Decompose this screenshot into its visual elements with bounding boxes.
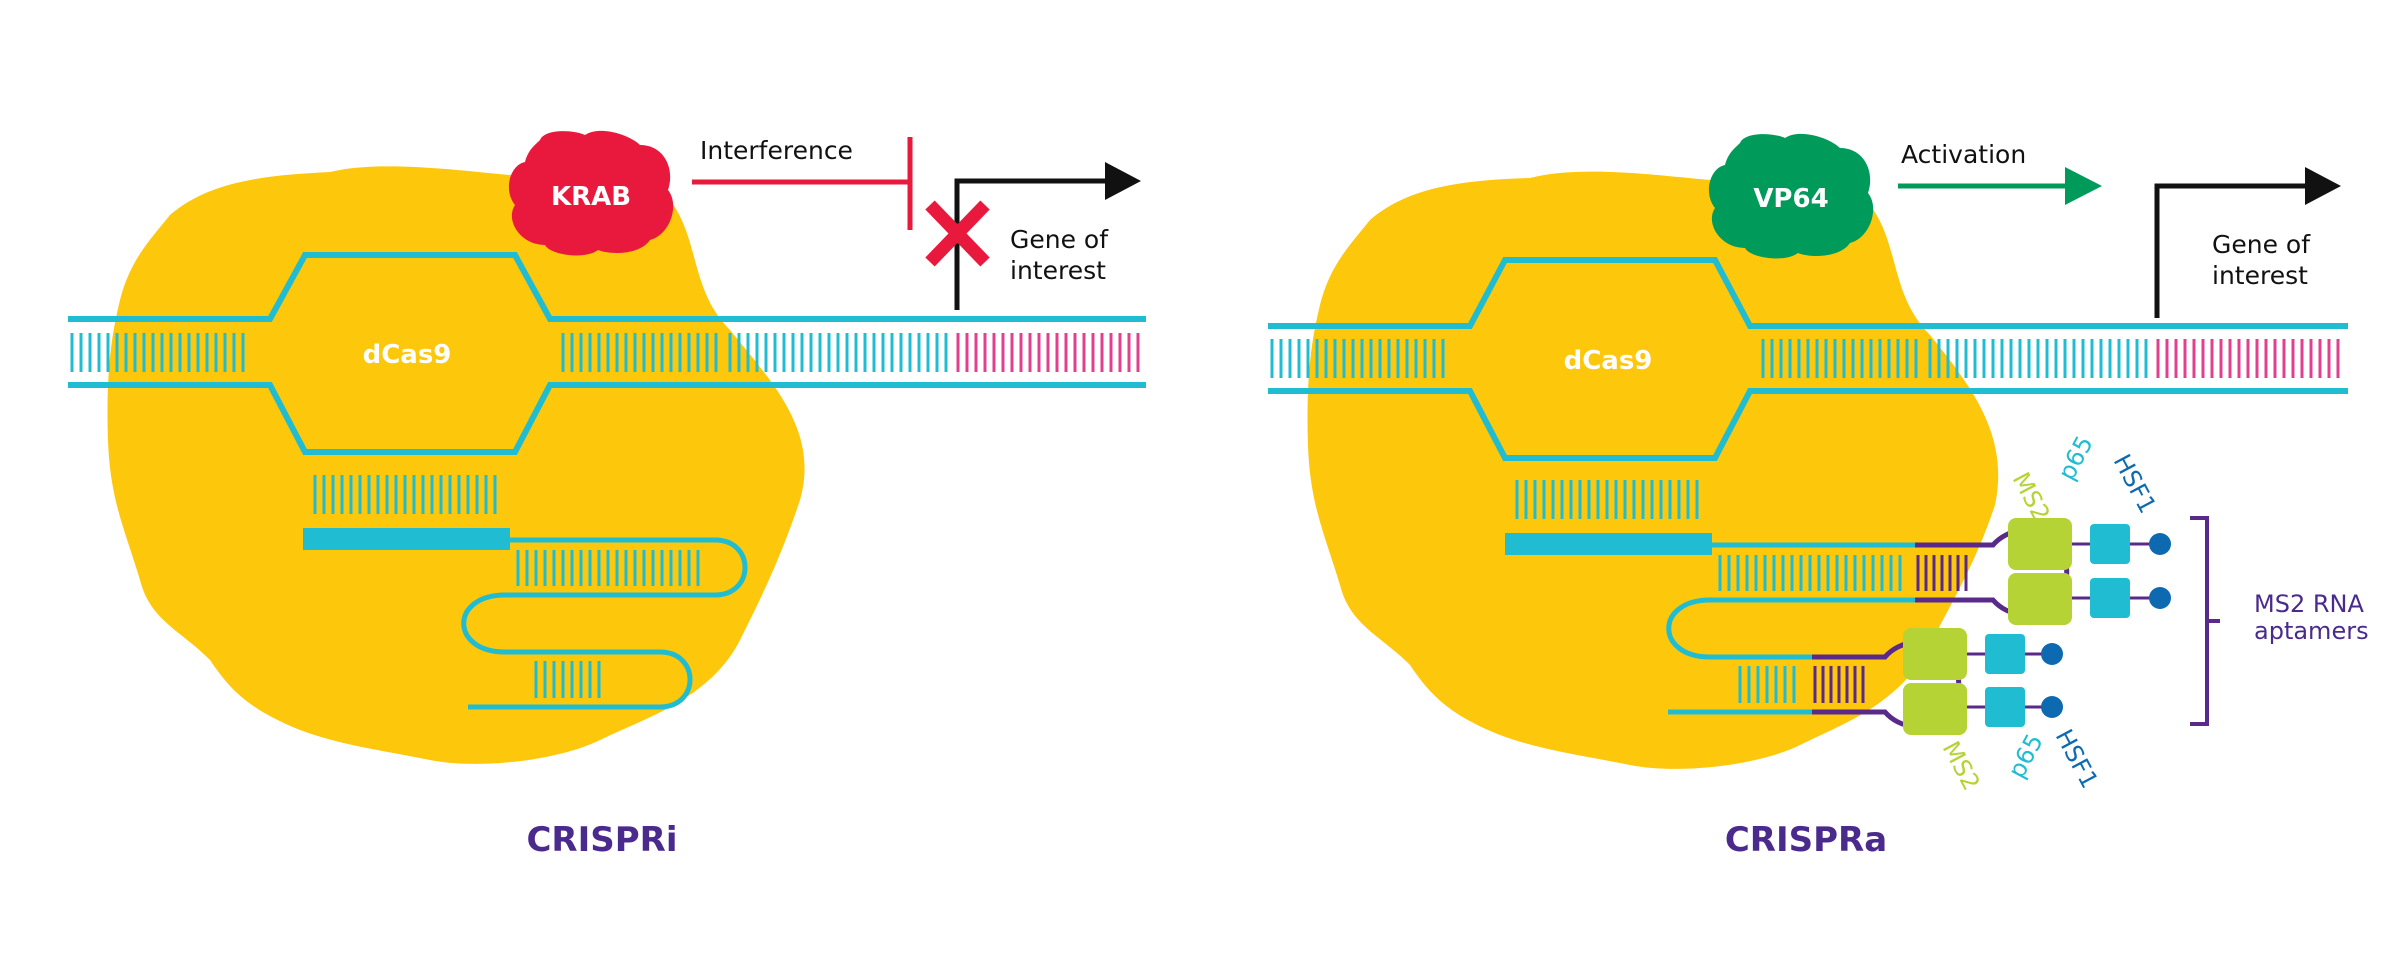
target-gene-bases-left: [956, 333, 1140, 372]
dna-bases-left-a: [70, 333, 245, 372]
hsf1-protein-top-a: [2149, 533, 2171, 555]
guide-rna-spacer-right: [1505, 533, 1712, 555]
hsf1-label-top: HSF1: [2108, 450, 2162, 518]
promoter-arrow-left: [954, 178, 1110, 310]
p65-protein-bottom-a: [1985, 634, 2025, 674]
dna-lower-strand-left: [68, 382, 1146, 455]
ms2-label-bottom: MS2: [1937, 737, 1986, 795]
bracket-label-line2: aptamers: [2254, 617, 2369, 645]
guide-rna-stem2-bases-left: [534, 661, 601, 698]
vp64-label: VP64: [1753, 184, 1828, 214]
dcas9-label-left: dCas9: [363, 340, 452, 370]
dcas9-protein-left: [107, 166, 805, 764]
p65-label-bottom: p65: [2003, 729, 2049, 783]
hsf1-protein-bottom-b: [2041, 696, 2063, 718]
promoter-arrow-right: [2154, 183, 2310, 318]
ms2-protein-top-a: [2008, 518, 2072, 570]
aptamer-bracket: [2190, 516, 2220, 726]
dna-upper-strand-right: [1268, 257, 2348, 329]
crispra-panel: MS2 p65 HSF1 MS2 p65 HSF1 MS2 RNA aptame…: [1268, 133, 2369, 860]
dcas9-protein-right: [1307, 171, 1999, 769]
target-gene-bases-right: [2156, 339, 2340, 378]
guide-rna-bases-right: [1515, 480, 1699, 519]
ms2-aptamer-bottom: [1812, 628, 2063, 735]
crispra-title: CRISPRa: [1725, 820, 1887, 860]
activation-label: Activation: [1901, 140, 2026, 169]
p65-protein-top-a: [2090, 524, 2130, 564]
dna-bases-right-c: [1928, 339, 2148, 378]
hsf1-label-bottom: HSF1: [2050, 725, 2104, 793]
ms2-protein-top-b: [2008, 573, 2072, 625]
dcas9-label-right: dCas9: [1564, 346, 1653, 376]
crispri-panel: dCas9 KRAB Interference Gene of interest…: [68, 130, 1146, 860]
promoter-arrowhead-right: [2305, 167, 2341, 205]
dna-bases-right-a: [1270, 339, 1445, 378]
ms2-label-top: MS2: [2007, 468, 2056, 526]
gene-label-left-line1: Gene of: [1010, 225, 1109, 254]
interference-label: Interference: [700, 136, 853, 165]
gene-label-right-line2: interest: [2212, 261, 2308, 290]
guide-rna-scaffold-left: [461, 537, 748, 710]
dna-bases-right-b: [1761, 339, 1918, 378]
krab-effector: [508, 130, 674, 256]
hsf1-protein-top-b: [2149, 587, 2171, 609]
gene-label-right-line1: Gene of: [2212, 230, 2311, 259]
ms2-protein-bottom-b: [1903, 683, 1967, 735]
dna-upper-strand-left: [68, 252, 1146, 322]
vp64-effector: [1708, 133, 1874, 259]
guide-rna-stem2-bases-right: [1738, 666, 1796, 703]
guide-rna-spacer-left: [303, 528, 510, 550]
guide-rna-stem-bases-right: [1718, 555, 1902, 591]
guide-rna-scaffold-right: [1666, 542, 1915, 715]
p65-protein-top-b: [2090, 578, 2130, 618]
guide-rna-bases-left: [313, 475, 497, 514]
p65-label-top: p65: [2053, 431, 2099, 485]
krab-label: KRAB: [551, 182, 631, 212]
dna-bases-left-c: [728, 333, 948, 372]
promoter-arrowhead-left: [1105, 162, 1141, 200]
hsf1-protein-bottom-a: [2041, 643, 2063, 665]
ms2-aptamer-top: [1915, 518, 2171, 625]
guide-rna-stem-bases-left: [516, 550, 700, 586]
crispri-title: CRISPRi: [526, 820, 677, 860]
bracket-label-line1: MS2 RNA: [2254, 590, 2364, 618]
p65-protein-bottom-b: [1985, 687, 2025, 727]
gene-label-left-line2: interest: [1010, 256, 1106, 285]
dna-lower-strand-right: [1268, 388, 2348, 461]
dna-bases-left-b: [561, 333, 718, 372]
activation-arrowhead: [2065, 167, 2102, 205]
blocked-x-icon: [925, 200, 990, 267]
ms2-protein-bottom-a: [1903, 628, 1967, 680]
